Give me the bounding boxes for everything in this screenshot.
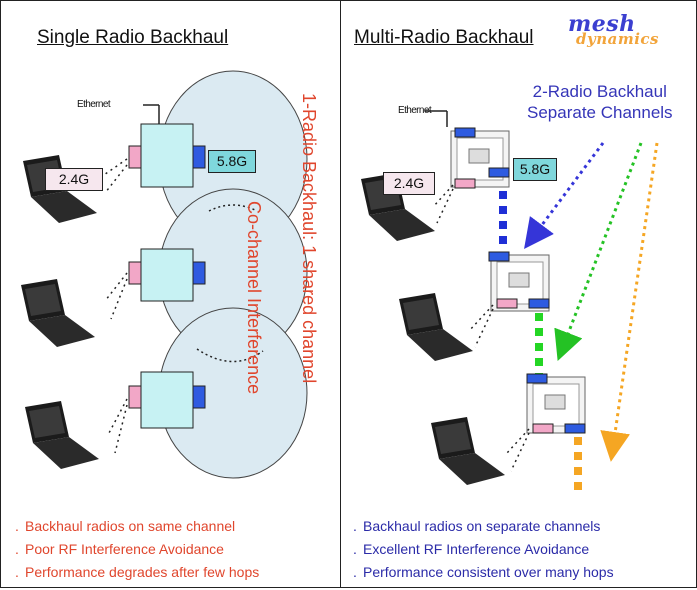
band-24-label-left: 2.4G [45,168,103,191]
arrow-blue [524,142,605,250]
annotation-line-1: 2-Radio Backhaul [532,82,667,101]
laptop-icon-5 [399,293,473,361]
shared-channel-label: 1-Radio Backhaul: 1 shared channel [299,93,319,384]
radio-58-node-2 [192,261,206,285]
annotation-line-2: Separate Channels [527,103,673,122]
list-item: .Backhaul radios on same channel [15,518,236,534]
ethernet-label-right: Ethernet [398,105,432,116]
list-item: .Backhaul radios on separate channels [353,518,601,534]
laptop-icon-3 [25,401,99,469]
laptop-icon-6 [431,417,505,485]
ethernet-label-left: Ethernet [77,99,111,110]
list-item: .Poor RF Interference Avoidance [15,541,224,557]
right-bullet-list: .Backhaul radios on separate channels .E… [353,515,614,584]
laptop-icon-2 [21,279,95,347]
list-item: .Performance degrades after few hops [15,564,260,580]
mesh-device-2 [488,251,550,312]
mesh-node-2 [140,248,194,302]
two-radio-annotation: 2-Radio Backhaul Separate Channels [527,81,673,123]
radio-58-node-3 [192,385,206,409]
radio-24-node-3 [128,385,142,409]
multi-radio-panel: Multi-Radio Backhaul mesh dynamics [340,0,697,588]
meshdynamics-logo: mesh dynamics [562,11,684,53]
arrow-orange [600,142,659,462]
mesh-node-1 [140,123,194,188]
cochannel-interference-label: Co-channel Interference [244,201,264,395]
left-panel-title: Single Radio Backhaul [37,27,229,48]
mesh-device-1 [450,127,510,189]
single-radio-graphic [21,70,308,479]
band-58-label-left: 5.8G [208,150,256,173]
band-58-label-right: 5.8G [513,158,557,181]
single-radio-panel: Single Radio Backhaul [0,0,342,588]
list-item: .Excellent RF Interference Avoidance [353,541,590,557]
radio-24-node-2 [128,261,142,285]
mesh-device-3 [526,373,586,434]
band-24-label-right: 2.4G [383,172,435,195]
arrow-green [554,142,643,362]
radio-58-node-1 [192,145,206,169]
mesh-node-3 [140,371,194,429]
right-panel-title: Multi-Radio Backhaul [354,27,534,48]
radio-24-node-1 [128,145,142,169]
logo-bottom-text: dynamics [576,30,659,48]
left-bullet-list: .Backhaul radios on same channel .Poor R… [15,515,259,584]
interference-arc-1 [208,204,258,212]
logo-top-text: mesh [568,11,636,37]
list-item: .Performance consistent over many hops [353,564,614,580]
